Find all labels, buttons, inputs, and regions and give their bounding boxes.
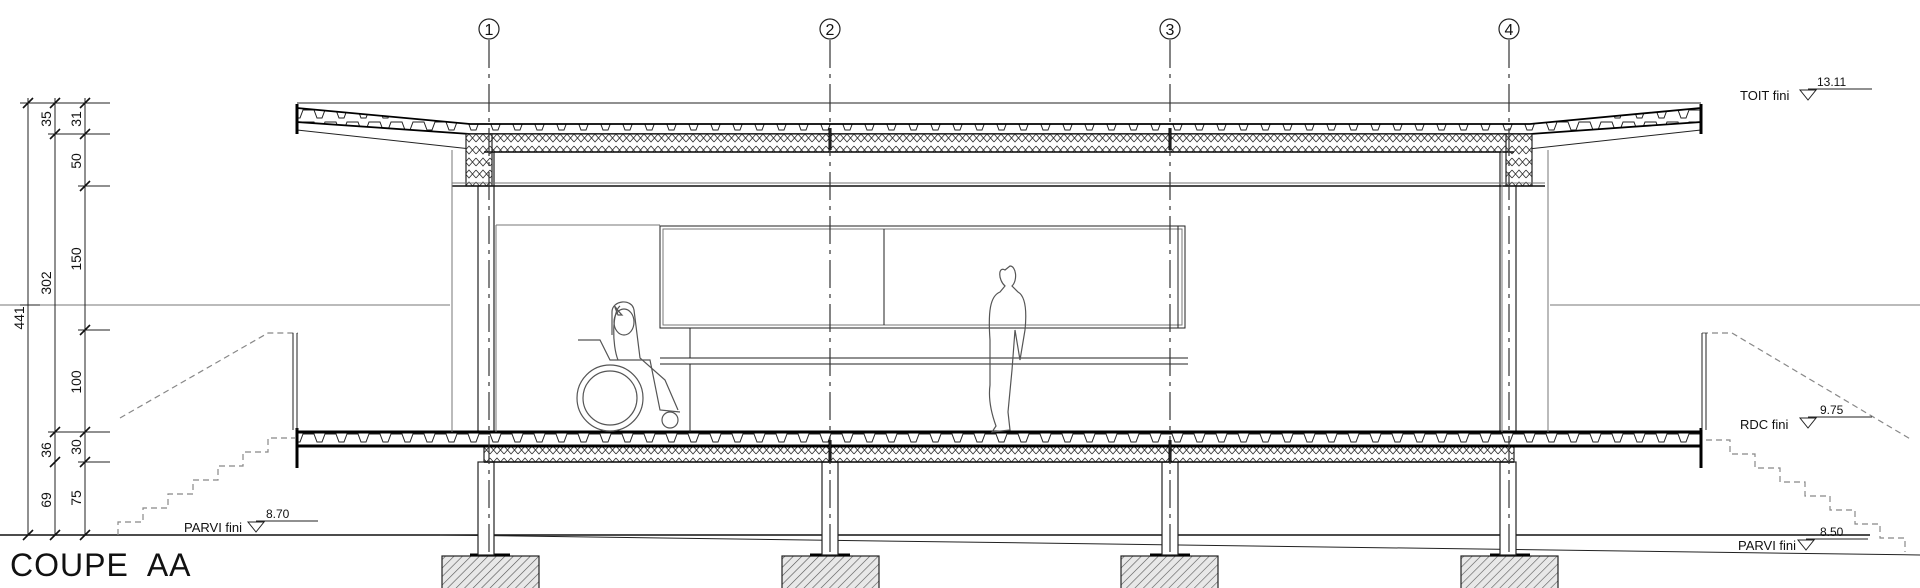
dim-inner-1: 31: [68, 111, 84, 127]
level-marker-roof: TOIT fini 13.11: [1740, 75, 1872, 103]
dim-inner-4: 100: [68, 370, 84, 394]
axis-bubble-3: 3: [1159, 18, 1181, 40]
grid-axes: [488, 40, 1510, 555]
dim-inner-6: 75: [68, 490, 84, 506]
wheelchair-user-figure: [576, 301, 681, 432]
axis-bubble-2: 2: [819, 18, 841, 40]
dim-inner-5: 30: [68, 439, 84, 455]
roof-slab: [295, 102, 1703, 187]
svg-text:TOIT fini: TOIT fini: [1740, 88, 1789, 103]
dim-inner-2: 50: [68, 153, 84, 169]
axis-bubble-4: 4: [1498, 18, 1520, 40]
section-title: COUPE AA: [10, 547, 192, 583]
dim-outer-4: 69: [38, 492, 54, 508]
dimension-chains: 441 35 302 36 69 31 50 150 100 30 75: [11, 97, 110, 541]
dim-outer-2: 302: [38, 271, 54, 295]
svg-text:8.70: 8.70: [266, 507, 290, 521]
axis-bubble-1: 1: [478, 18, 500, 40]
level-marker-parvis-right: PARVI fini 8.50: [1738, 525, 1868, 553]
svg-text:PARVI fini: PARVI fini: [1738, 538, 1796, 553]
counter-window: [659, 225, 1188, 432]
dim-overall: 441: [11, 306, 27, 330]
axis-label-4: 4: [1505, 22, 1514, 39]
axis-label-1: 1: [485, 22, 494, 39]
left-stairs: [117, 332, 298, 535]
side-walls: [451, 150, 1549, 432]
level-marker-ground-floor: RDC fini 9.75: [1740, 403, 1872, 432]
dim-outer-1: 35: [38, 111, 54, 127]
dim-inner-3: 150: [68, 247, 84, 271]
svg-text:RDC fini: RDC fini: [1740, 417, 1789, 432]
standing-person-figure: [988, 265, 1027, 433]
dim-outer-3: 36: [38, 442, 54, 458]
floor-slab: [295, 428, 1703, 468]
svg-text:PARVI fini: PARVI fini: [184, 520, 242, 535]
level-marker-parvis-left: PARVI fini 8.70: [184, 507, 318, 535]
svg-text:13.11: 13.11: [1817, 75, 1846, 89]
ground-lines: [0, 304, 1920, 556]
svg-text:9.75: 9.75: [1820, 403, 1844, 417]
right-stairs: [1701, 332, 1913, 552]
svg-text:8.50: 8.50: [1820, 525, 1844, 539]
foundation-footings: [441, 553, 1559, 588]
columns: [477, 131, 1517, 556]
axis-label-2: 2: [826, 22, 835, 39]
axis-label-3: 3: [1166, 22, 1175, 39]
